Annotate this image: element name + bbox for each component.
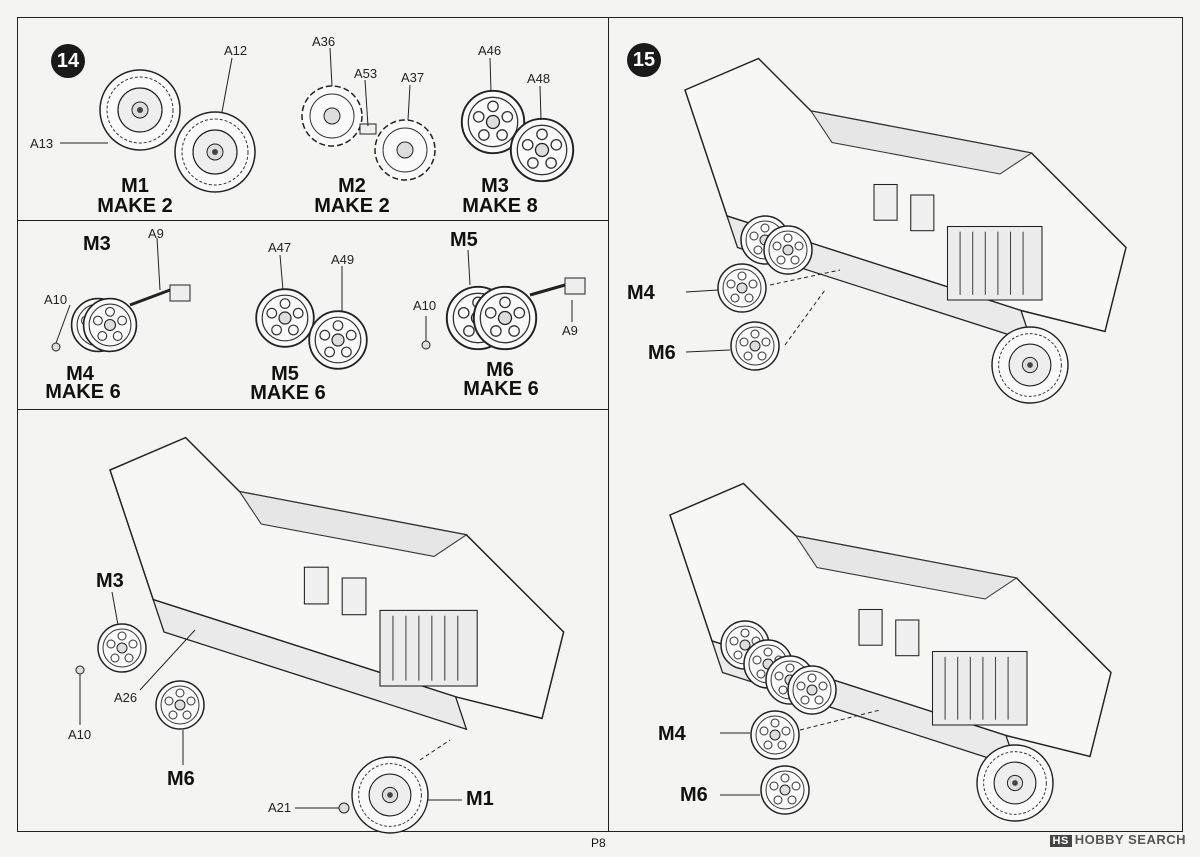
subassembly-m3-make: MAKE 8	[462, 195, 538, 217]
page-number: P8	[591, 836, 606, 850]
part-label-a12: A12	[224, 43, 248, 58]
part-label-a36: A36	[312, 34, 336, 49]
subassembly-m5-header: M5	[450, 229, 478, 251]
subassembly-m2-id: M2	[338, 175, 366, 197]
subassembly-m4-make: MAKE 6	[45, 381, 121, 403]
assembly-label-m6: M6	[167, 768, 195, 790]
assembly-label-a21: A21	[268, 800, 292, 815]
subassembly-m1-id: M1	[121, 175, 149, 197]
assembly-label-a10: A10	[68, 727, 92, 742]
subassembly-m5-id: M5	[271, 363, 299, 385]
part-label-a46: A46	[478, 43, 502, 58]
subassembly-m1-make: MAKE 2	[97, 195, 173, 217]
part-label-a9-right: A9	[562, 323, 578, 338]
step15-bottom-label-m6: M6	[680, 784, 708, 806]
assembly-label-m1: M1	[466, 788, 494, 810]
step15-bottom-label-m4: M4	[658, 723, 686, 745]
subassembly-m3-header: M3	[83, 233, 111, 255]
step15-top-label-m4: M4	[627, 282, 655, 304]
subassembly-m4-id: M4	[66, 363, 94, 385]
part-label-a9-left: A9	[148, 226, 164, 241]
assembly-label-m3: M3	[96, 570, 124, 592]
part-label-a49: A49	[331, 252, 355, 267]
part-label-a10-right: A10	[413, 298, 437, 313]
subassembly-m6-id: M6	[486, 359, 514, 381]
part-label-a13: A13	[30, 136, 54, 151]
part-label-a47: A47	[268, 240, 292, 255]
subassembly-m3-id: M3	[481, 175, 509, 197]
part-label-a10-left: A10	[44, 292, 68, 307]
step15-top-label-m6: M6	[648, 342, 676, 364]
subassembly-m2-make: MAKE 2	[314, 195, 390, 217]
watermark-text: HOBBY SEARCH	[1074, 832, 1186, 847]
step-number-14: 14	[51, 44, 85, 78]
watermark-logo: HS	[1049, 835, 1072, 847]
part-label-a53: A53	[354, 66, 378, 81]
step-number-15: 15	[627, 43, 661, 77]
part-label-a37: A37	[401, 70, 425, 85]
part-label-a48: A48	[527, 71, 551, 86]
subassembly-m6-make: MAKE 6	[463, 378, 539, 400]
panel-step15	[608, 17, 1183, 832]
subassembly-m5-make: MAKE 6	[250, 382, 326, 404]
assembly-label-a26: A26	[114, 690, 138, 705]
